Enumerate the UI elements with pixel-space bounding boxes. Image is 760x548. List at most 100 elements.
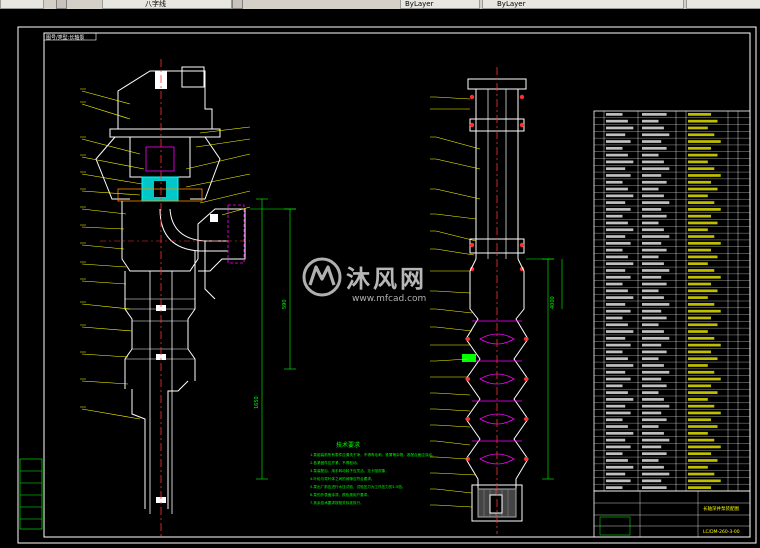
bom-cell-mark (642, 119, 659, 123)
bom-cell-mark (642, 472, 670, 476)
left-callouts (80, 88, 251, 420)
bom-cell-mark (688, 180, 712, 184)
bom-cell-mark (642, 140, 662, 143)
bom-cell-mark (688, 418, 712, 422)
left-dimensions (250, 198, 296, 480)
watermark-logo-icon (302, 257, 342, 297)
bom-cell-mark (642, 350, 667, 354)
bom-cell-mark (642, 282, 667, 286)
bom-cell-mark (688, 472, 715, 476)
bom-cell-mark (606, 350, 623, 354)
note-line-6: 6.泵的外表面涂漆，颜色按用户要求。 (310, 492, 371, 497)
bom-cell-mark (606, 343, 631, 347)
bom-cell-mark (642, 289, 659, 293)
bom-cell-mark (642, 309, 662, 313)
left-margin-stamp (19, 458, 43, 530)
bom-cell-mark (642, 418, 667, 422)
bom-cell-mark (606, 282, 623, 286)
bom-cell-mark (606, 119, 628, 123)
bom-cell-mark (688, 364, 708, 367)
bom-cell-mark (642, 221, 659, 225)
left-dim-vertical-label: 1650 (254, 396, 260, 409)
layer-combo-arrow-icon[interactable] (232, 0, 243, 9)
bom-cell-mark (688, 384, 712, 388)
bom-cell-mark (688, 228, 708, 232)
bom-cell-mark (606, 248, 623, 252)
bom-cell-mark (688, 235, 715, 238)
toolbar-left-stub[interactable] (0, 0, 44, 9)
bom-cell-mark (688, 377, 721, 381)
bom-cell-mark (606, 208, 631, 211)
bom-cell-mark (606, 167, 626, 171)
toolbar-color-combo[interactable]: ByLayer (400, 0, 480, 9)
bom-cell-mark (642, 248, 667, 252)
bom-cell-mark (688, 140, 721, 143)
bom-cell-mark (642, 330, 664, 333)
bom-cell-mark (606, 262, 634, 266)
bom-cell-mark (688, 133, 715, 137)
bom-cell-mark (688, 241, 721, 245)
bom-cell-mark (606, 370, 626, 374)
bom-cell-mark (606, 146, 623, 150)
right-dim-vertical-label: 4000 (550, 296, 556, 309)
bom-cell-mark (642, 201, 670, 204)
cad-drawing-canvas[interactable]: 图号/类型:长轴泵 (0, 9, 760, 548)
bom-cell-mark (606, 398, 634, 401)
bom-cell-mark (606, 174, 631, 177)
bom-cell-mark (688, 303, 715, 306)
bom-cell-mark (688, 431, 708, 435)
bom-cell-mark (642, 180, 667, 184)
bom-cell-mark (642, 303, 670, 306)
bom-cell-mark (688, 282, 712, 286)
toolbar-lineweight-combo[interactable] (686, 0, 760, 9)
bom-cell-mark (688, 459, 718, 462)
bom-cell-mark (606, 140, 631, 143)
watermark-brand: 沐风网 (346, 265, 427, 293)
bom-cell-mark (642, 296, 664, 299)
notes-title: 技术要求 (336, 441, 360, 449)
toolbar-linetype-combo[interactable]: ByLayer (482, 0, 684, 9)
title-block-number: LC/DM-260-3-00 (703, 529, 740, 535)
right-callouts (430, 96, 481, 508)
bom-cell-mark (606, 221, 628, 225)
color-combo-label: ByLayer (405, 0, 434, 8)
watermark-url: www.mfcad.com (352, 294, 426, 304)
bom-cell-mark (642, 323, 659, 327)
bom-cell-mark (606, 309, 631, 313)
bom-cell-mark (688, 289, 718, 293)
right-pump-view (462, 67, 529, 534)
bom-cell-mark (606, 228, 634, 232)
right-dimensions (526, 258, 563, 480)
bom-cell-mark (606, 431, 634, 435)
bom-cell-mark (688, 262, 708, 266)
watermark: 沐风网 www.mfcad.com (302, 257, 427, 304)
left-pump-view (95, 59, 250, 539)
bom-cell-mark (606, 160, 634, 164)
bom-cell-mark (688, 119, 718, 123)
layer-dropdown-icon[interactable] (56, 0, 67, 9)
bom-cell-mark (642, 113, 667, 116)
bom-cell-mark (642, 384, 667, 388)
bom-cell-mark (642, 167, 670, 171)
bom-cell-mark (642, 431, 664, 435)
bom-cell-mark (606, 472, 626, 476)
bom-cell-mark (606, 133, 626, 137)
bom-cell-mark (642, 336, 670, 340)
toolbar-layer-combo[interactable]: 八字线 (102, 0, 232, 9)
bom-cell-mark (642, 391, 659, 394)
bom-cell-mark (642, 235, 670, 238)
bom-cell-mark (642, 255, 659, 259)
bom-cell-mark (688, 391, 718, 394)
bom-cell-mark (688, 167, 715, 171)
bom-cell-mark (642, 153, 659, 157)
bom-cell-mark (606, 323, 628, 327)
bom-cell-mark (688, 486, 712, 489)
bom-cell-mark (606, 364, 634, 367)
title-block: 长轴深井泵装配图 LC/DM-260-3-00 (593, 490, 751, 538)
technical-notes: 技术要求 1.泵组装前所有零件应清洗干净，不得有毛刺、铁屑等杂物，各配合面应涂油… (310, 441, 436, 505)
bom-cell-mark (688, 479, 721, 483)
bom-cell-mark (688, 269, 715, 272)
bom-cell-mark (688, 357, 718, 361)
note-line-7: 7.其余技术要求按相关标准执行。 (310, 500, 364, 505)
bom-cell-mark (642, 398, 664, 401)
